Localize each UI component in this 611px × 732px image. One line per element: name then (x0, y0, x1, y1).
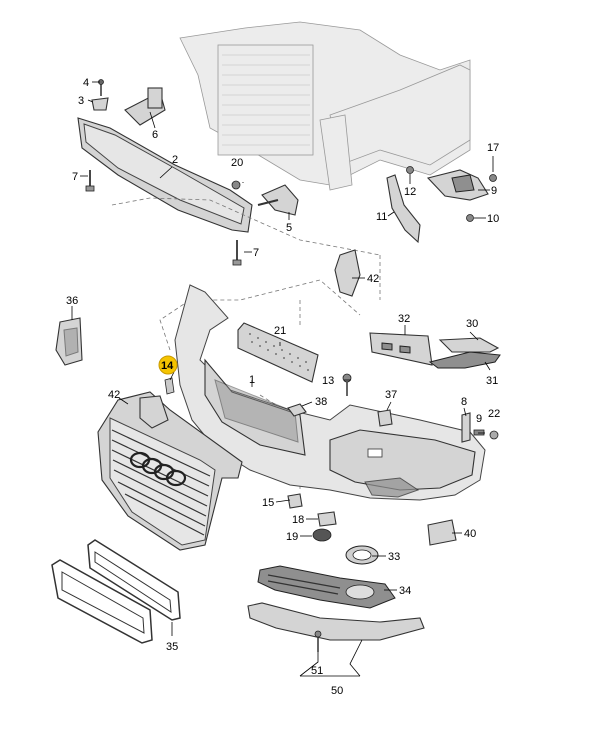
plate-frame-35 (51, 539, 181, 644)
callout-label-36: 36 (66, 295, 78, 307)
bumper-cover (174, 284, 486, 501)
fog-trim-33 (345, 545, 379, 565)
bracket-42 (334, 249, 361, 297)
screw-17 (489, 174, 497, 182)
callout-label-13: 12 (404, 186, 416, 198)
callout-label-34: 34 (399, 585, 411, 597)
spoiler-50 (247, 602, 425, 641)
clip-16 (287, 493, 303, 509)
screw-51 (314, 630, 322, 652)
guide-32 (369, 332, 433, 366)
callout-label-38: 38 (315, 396, 327, 408)
callouts: 4 3 6 2 7 20 5 7 17 12 9 10 11 42 36 21 … (66, 77, 500, 697)
callout-label-42: 42 (367, 273, 379, 285)
callout-label-35: 35 (166, 641, 178, 653)
clip-22 (489, 430, 499, 440)
callout-label-19: 19 (286, 531, 298, 543)
bracket-8 (461, 412, 471, 443)
callout-label-33: 33 (388, 551, 400, 563)
cover-cap-36 (55, 317, 83, 366)
clip-38 (287, 403, 307, 417)
callout-label-3: 3 (78, 95, 84, 107)
cap-18 (317, 511, 337, 527)
bracket-6 (124, 87, 166, 129)
callout-label-50: 50 (331, 685, 343, 697)
plate-mount-21 (237, 322, 319, 383)
callout-label-7-lower: 7 (253, 247, 259, 259)
callout-label-8: 8 (461, 396, 467, 408)
cap-40 (427, 519, 457, 546)
callout-label-15: 14 (161, 360, 174, 372)
callout-label-11: 10 (487, 213, 499, 225)
leader-lines (71, 81, 494, 677)
callout-label-7-upper: 7 (72, 171, 78, 183)
trim-31 (428, 351, 501, 369)
lower-grille-34 (257, 565, 396, 609)
front-end-carrier (179, 21, 471, 191)
callout-label-20: 20 (231, 157, 243, 169)
bolt-7-upper (85, 170, 95, 192)
callout-label-40: 40 (464, 528, 476, 540)
callout-label-6: 6 (152, 129, 158, 141)
clip-37 (377, 409, 393, 427)
callout-label-5: 5 (286, 222, 292, 234)
bracket-10 (426, 169, 489, 201)
screw-14 (342, 373, 352, 396)
callout-label-14: 13 (322, 375, 334, 387)
callout-label-18: 18 (292, 514, 304, 526)
screw-11 (466, 214, 474, 222)
callout-label-12: 11 (376, 211, 387, 223)
screw-9 (473, 429, 485, 436)
callout-label-1: 1 (249, 374, 255, 386)
callout-label-21: 21 (274, 325, 286, 337)
screw-13 (406, 166, 414, 174)
bolt-7-lower (232, 240, 242, 266)
grille-41 (97, 391, 243, 551)
cap-19 (312, 528, 332, 542)
bracket-5 (257, 184, 299, 216)
callout-label-17: 17 (487, 142, 499, 154)
callout-label-30: 30 (466, 318, 478, 330)
callout-label-10: 9 (491, 185, 497, 197)
callout-label-41: 42 (108, 389, 120, 401)
callout-label-32: 32 (398, 313, 410, 325)
callout-label-4: 4 (83, 77, 89, 89)
callout-15-highlight[interactable]: 14 (158, 355, 178, 375)
bolt-20 (231, 180, 241, 190)
callout-label-37: 37 (385, 389, 397, 401)
side-guide-12 (386, 174, 421, 244)
callout-label-2: 2 (172, 154, 178, 166)
callout-label-22: 22 (488, 408, 500, 420)
callout-label-31: 31 (486, 375, 498, 387)
clip-3-4 (91, 79, 109, 111)
callout-label-51: 51 (311, 665, 323, 677)
callout-label-9: 9 (476, 413, 482, 425)
trim-30 (438, 337, 500, 353)
callout-label-16: 15 (262, 497, 274, 509)
clip-15 (164, 377, 175, 395)
